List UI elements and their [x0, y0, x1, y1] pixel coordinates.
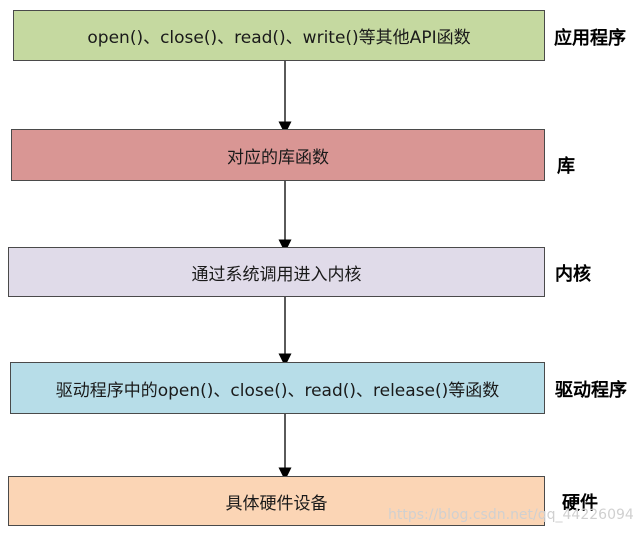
- kernel-box: 通过系统调用进入内核: [8, 247, 545, 297]
- watermark-text: https://blog.csdn.net/qq_44226094: [388, 507, 634, 523]
- library-label: 库: [557, 156, 575, 177]
- driver-label: 驱动程序: [555, 380, 627, 401]
- kernel-label: 内核: [555, 264, 591, 285]
- driver-box-text: 驱动程序中的open()、close()、read()、release()等函数: [55, 380, 500, 401]
- application-box: open()、close()、read()、write()等其他API函数: [13, 10, 545, 61]
- library-box: 对应的库函数: [11, 129, 545, 181]
- hardware-box-text: 具体硬件设备: [225, 493, 328, 514]
- application-label: 应用程序: [554, 28, 626, 49]
- application-box-text: open()、close()、read()、write()等其他API函数: [87, 28, 471, 48]
- kernel-box-text: 通过系统调用进入内核: [191, 264, 362, 285]
- library-box-text: 对应的库函数: [227, 147, 329, 168]
- hardware-box: 具体硬件设备: [8, 476, 545, 526]
- driver-box: 驱动程序中的open()、close()、read()、release()等函数: [10, 362, 545, 414]
- hardware-label: 硬件: [562, 493, 598, 514]
